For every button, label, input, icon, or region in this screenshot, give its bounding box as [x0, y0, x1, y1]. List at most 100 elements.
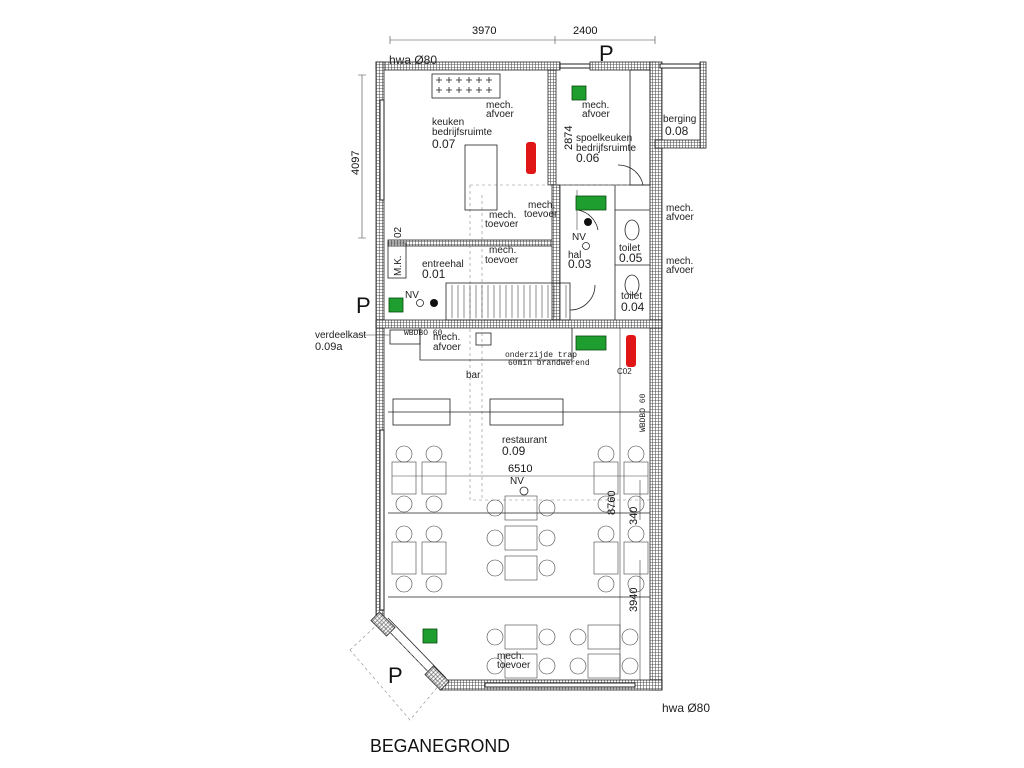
table	[587, 624, 621, 650]
room-name: verdeelkast	[315, 330, 366, 341]
fire-extinguisher-icon	[626, 335, 636, 367]
burner-icon	[456, 77, 462, 83]
chair	[627, 445, 645, 463]
svg-text:mech.: mech.	[433, 332, 460, 343]
svg-text:afvoer: afvoer	[666, 265, 694, 276]
chair	[486, 657, 504, 675]
burners	[436, 77, 492, 93]
emergency-sign-icon	[571, 85, 587, 101]
room-number: 0.09	[502, 444, 526, 458]
chair	[597, 445, 615, 463]
parking-mark: P	[388, 663, 403, 688]
svg-text:mech.: mech.	[528, 200, 555, 211]
room-name: toilet	[619, 243, 640, 254]
room-name: berging	[663, 114, 696, 125]
smoke-detector-icon	[416, 299, 424, 307]
table	[391, 541, 417, 575]
svg-text:mech.: mech.	[582, 100, 609, 111]
parking-mark: P	[356, 293, 371, 318]
smoke-detector-icon	[519, 486, 529, 496]
svg-text:afvoer: afvoer	[582, 109, 610, 120]
table	[392, 398, 451, 426]
bar-counter	[419, 328, 573, 361]
burner-icon	[466, 87, 472, 93]
chair	[627, 495, 645, 513]
chair	[627, 575, 645, 593]
chair	[395, 525, 413, 543]
svg-text:mech.: mech.	[489, 210, 516, 221]
table	[504, 495, 538, 521]
svg-text:M.K.: M.K.	[393, 255, 404, 276]
chair	[395, 575, 413, 593]
toilet-bowl	[624, 219, 640, 241]
chair	[597, 525, 615, 543]
sink	[475, 332, 492, 346]
toilet-bowl	[624, 274, 640, 296]
staircase	[445, 282, 571, 321]
table	[489, 398, 564, 426]
table	[593, 541, 619, 575]
meter-cupboard	[387, 242, 407, 279]
chair	[569, 628, 587, 646]
dim-4097: 4097	[350, 151, 362, 175]
table	[504, 624, 538, 650]
plan-title: BEGANEGROND	[370, 736, 510, 756]
burner-icon	[476, 87, 482, 93]
chair	[395, 445, 413, 463]
svg-text:mech.: mech.	[666, 256, 693, 267]
svg-text:WBDBO 60: WBDBO 60	[639, 393, 648, 432]
chair	[538, 499, 556, 517]
chair	[597, 495, 615, 513]
room-number: 0.01	[422, 267, 446, 281]
svg-text:02: 02	[393, 226, 404, 238]
chair	[395, 495, 413, 513]
cooktop	[431, 73, 501, 99]
burner-icon	[466, 77, 472, 83]
svg-text:NV: NV	[405, 290, 419, 301]
svg-text:mech.: mech.	[497, 651, 524, 662]
table	[623, 461, 649, 495]
svg-text:toevoer: toevoer	[524, 209, 558, 220]
burner-icon	[456, 87, 462, 93]
svg-text:afvoer: afvoer	[486, 109, 514, 120]
svg-text:NV: NV	[572, 232, 586, 243]
room-number: 0.03	[568, 257, 592, 271]
chair	[538, 628, 556, 646]
burner-icon	[486, 77, 492, 83]
svg-text:NV: NV	[510, 476, 524, 487]
svg-text:mech.: mech.	[489, 245, 516, 256]
chair	[486, 628, 504, 646]
chair	[538, 559, 556, 577]
fire-extinguisher-icon	[526, 142, 536, 174]
svg-text:toevoer: toevoer	[485, 255, 519, 266]
chair	[486, 529, 504, 547]
dim-3940: 3940	[628, 588, 640, 612]
parking-zone	[349, 621, 441, 721]
chair	[569, 657, 587, 675]
room-number: 0.09a	[315, 341, 343, 353]
svg-text:C02: C02	[617, 367, 632, 376]
table	[391, 461, 417, 495]
chair	[538, 657, 556, 675]
chair	[486, 559, 504, 577]
emergency-sign-icon	[388, 297, 404, 313]
dim-3970: 3970	[472, 25, 496, 37]
dim-2874: 2874	[563, 126, 575, 150]
table	[504, 555, 538, 581]
room-number: 0.08	[665, 124, 689, 138]
emergency-sign-icon	[422, 628, 438, 644]
table	[587, 653, 621, 679]
chair	[425, 575, 443, 593]
table	[593, 461, 619, 495]
room-number: 0.06	[576, 151, 600, 165]
svg-text:afvoer: afvoer	[666, 212, 694, 223]
burner-icon	[486, 87, 492, 93]
chair	[597, 575, 615, 593]
smoke-detector-icon	[584, 218, 592, 226]
room-name: spoelkeuken	[576, 133, 632, 144]
table	[504, 653, 538, 679]
chair	[425, 495, 443, 513]
chair	[425, 445, 443, 463]
svg-text:mech.: mech.	[486, 100, 513, 111]
